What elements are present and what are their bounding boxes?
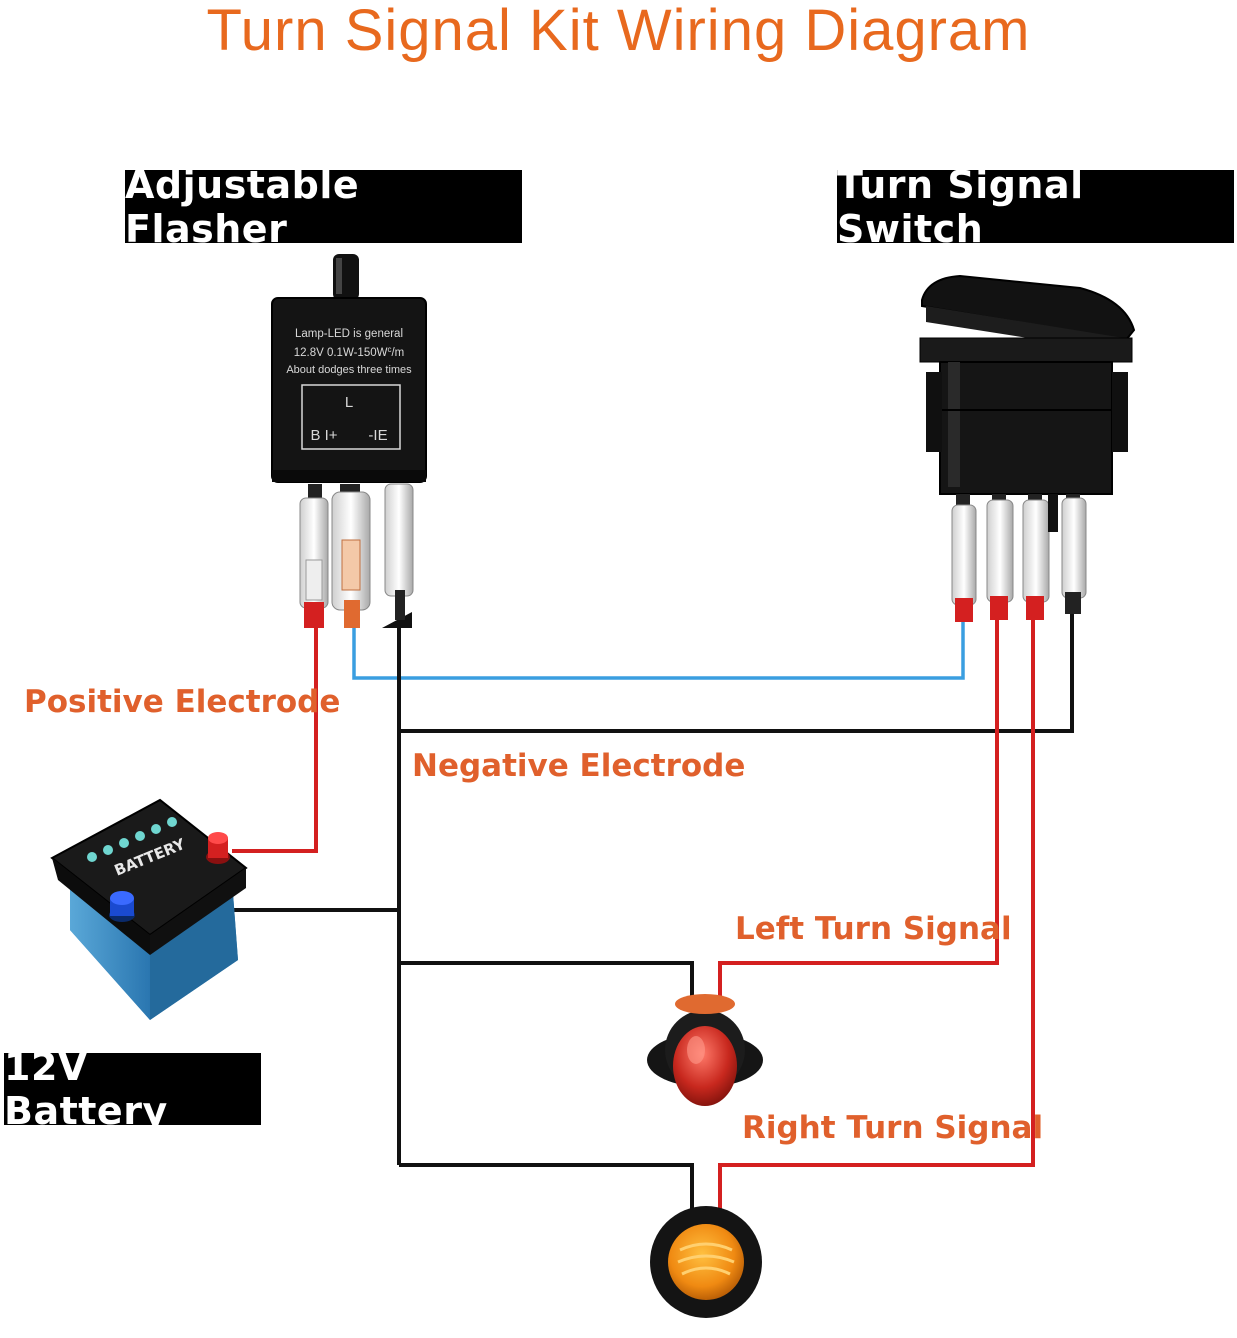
left-signal-wire [718, 620, 999, 1000]
switch-terminal-ground [1061, 494, 1087, 614]
right-turn-signal-lamp [650, 1206, 762, 1318]
load-wire [352, 620, 965, 680]
flasher-relay: Lamp-LED is general 12.8V 0.1W-150Wc/m A… [271, 254, 427, 628]
car-battery: BATTERY [50, 798, 248, 1020]
switch-terminal-input [951, 494, 977, 622]
flasher-terminal-e: -IE [368, 427, 387, 444]
flasher-terminal-e-connector [382, 483, 414, 628]
flasher-label: Adjustable Flasher [125, 163, 522, 251]
rocker-switch [919, 274, 1136, 622]
flasher-terminal-l: L [345, 394, 353, 411]
switch-terminal-right [1022, 494, 1058, 620]
positive-electrode-label: Positive Electrode [24, 684, 341, 720]
negative-wire-left-lamp [399, 961, 694, 1000]
flasher-terminal-b: B I+ [310, 427, 337, 444]
positive-wire [232, 628, 318, 853]
flasher-print-line2: 12.8V 0.1W-150Wc/m [294, 345, 405, 359]
battery-negative-terminal [109, 891, 135, 922]
right-turn-signal-label: Right Turn Signal [742, 1110, 1044, 1146]
flasher-terminal-b-connector [299, 484, 329, 628]
switch-label: Turn Signal Switch [837, 163, 1234, 251]
right-signal-wire [718, 620, 1035, 1210]
switch-terminal-left [986, 494, 1014, 620]
negative-wire-switch [397, 614, 1074, 733]
negative-electrode-label: Negative Electrode [412, 748, 746, 784]
flasher-terminal-l-connector [331, 484, 371, 628]
battery-positive-terminal [206, 832, 230, 864]
flasher-print-line1: Lamp-LED is general [295, 328, 403, 340]
negative-wire-right-lamp [399, 1163, 694, 1210]
page-title: Turn Signal Kit Wiring Diagram [206, 0, 1031, 63]
left-turn-signal-lamp [647, 994, 763, 1106]
left-turn-signal-label: Left Turn Signal [735, 911, 1012, 947]
flasher-print-line3: About dodges three times [286, 364, 412, 376]
